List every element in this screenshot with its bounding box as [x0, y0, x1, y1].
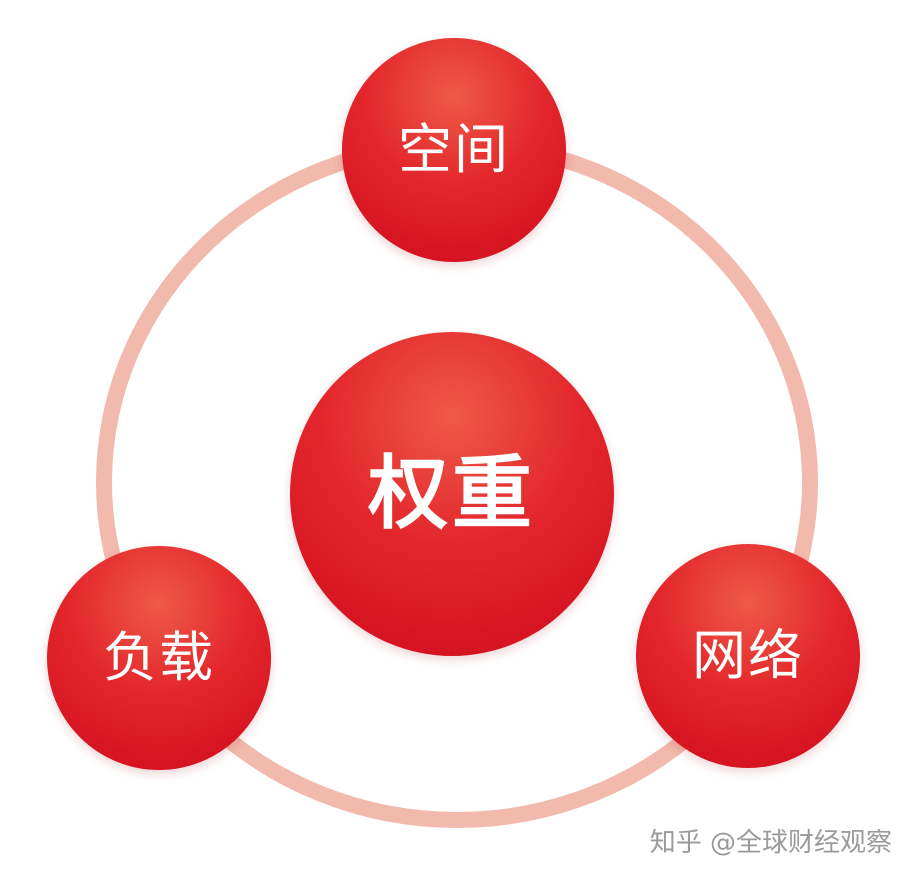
node-space-label: 空间 — [398, 118, 510, 181]
node-network-label: 网络 — [692, 624, 804, 687]
center-node-weight: 权重 — [290, 332, 614, 656]
node-load: 负载 — [47, 546, 271, 770]
center-node-label: 权重 — [368, 447, 536, 540]
node-network: 网络 — [636, 544, 860, 768]
node-space: 空间 — [342, 38, 566, 262]
node-load-label: 负载 — [103, 626, 215, 689]
watermark-text: 知乎 @全球财经观察 — [649, 828, 892, 858]
